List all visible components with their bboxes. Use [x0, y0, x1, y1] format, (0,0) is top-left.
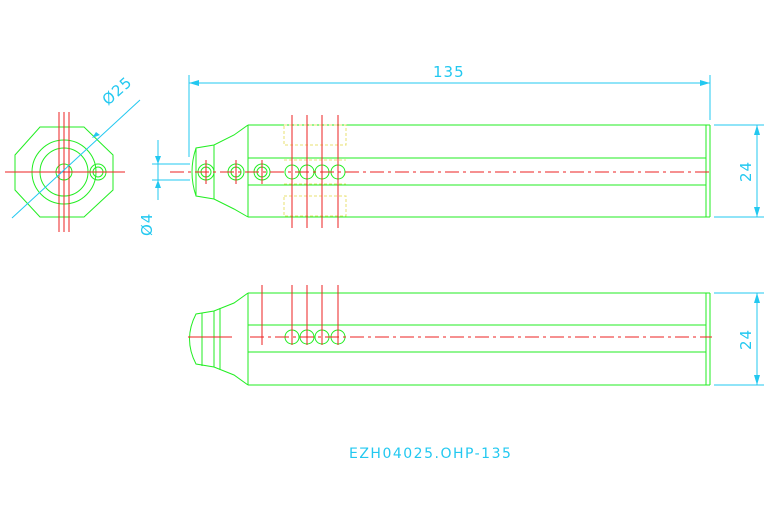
hole-label: Ø4 [138, 213, 156, 236]
end-view: Ø25 [5, 73, 141, 232]
dimension-height-bottom: 24 [714, 292, 764, 386]
length-label: 135 [433, 63, 465, 81]
height-top-label: 24 [737, 161, 755, 182]
height-bottom-arrow-up [754, 293, 760, 303]
hole-arrow-lower [155, 180, 161, 188]
length-arrow-left [189, 80, 199, 86]
dimension-length: 135 [188, 63, 711, 157]
length-arrow-right [700, 80, 710, 86]
top-nose-outline [191, 124, 249, 218]
dimension-height-top: 24 [714, 124, 764, 218]
top-hidden-block-upper [283, 124, 347, 146]
side-view [188, 285, 712, 386]
height-bottom-label: 24 [737, 329, 755, 350]
diameter-leader-line [11, 99, 141, 219]
hole-arrow-upper [155, 156, 161, 164]
top-hidden-block-lower [283, 195, 347, 217]
height-top-arrow-down [754, 207, 760, 217]
top-view [170, 115, 712, 228]
diameter-arrow [92, 132, 100, 138]
side-nose-outline [189, 292, 249, 386]
part-number-label: EZH04025.OHP-135 [349, 446, 512, 462]
height-bottom-arrow-down [754, 375, 760, 385]
diameter-label: Ø25 [99, 73, 136, 109]
dimension-hole: Ø4 [138, 140, 190, 236]
height-top-arrow-up [754, 125, 760, 135]
